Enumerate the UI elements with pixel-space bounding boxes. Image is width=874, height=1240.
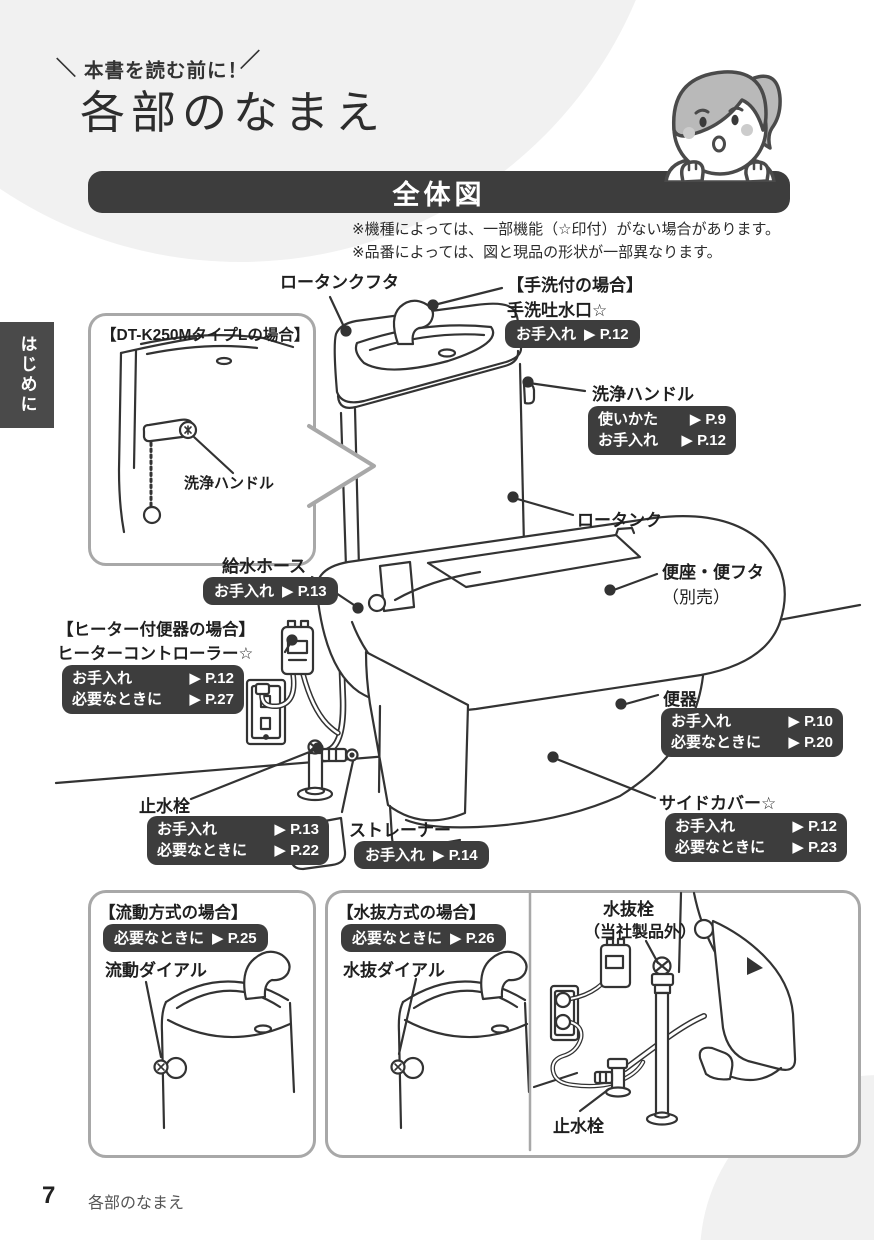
page-title: 各部のなまえ — [80, 87, 387, 138]
badge-label: お手入れ — [516, 326, 577, 343]
label-drain-plug: 水抜栓 — [603, 900, 654, 919]
badge-strainer: お手入れ ▶ P.14 — [354, 841, 489, 869]
badge-page-ref: ▶ P.13 — [274, 821, 319, 838]
badge-page-ref: ▶ P.14 — [433, 846, 478, 864]
label-tank-lid: ロータンクフタ — [280, 273, 399, 292]
note-line-2: ※品番によっては、図と現品の形状が一部異なります。 — [352, 243, 722, 261]
badge-page-ref: ▶ P.25 — [212, 929, 257, 947]
notes: ※機種によっては、一部機能（☆印付）がない場合があります。 ※品番によっては、図… — [352, 219, 780, 264]
badge-page-ref: ▶ P.13 — [282, 582, 327, 600]
badge-label: お手入れ — [157, 821, 218, 838]
badge-label: 使いかた — [598, 411, 659, 428]
label-strainer: ストレーナー — [349, 821, 451, 840]
badge-label: お手入れ — [214, 583, 275, 600]
badge-side-cover: お手入れ ▶ P.12 必要なときに ▶ P.23 — [665, 813, 847, 862]
girl-mouth — [712, 135, 726, 153]
mascot-girl-illustration — [664, 70, 782, 182]
badge-label: お手入れ — [598, 432, 659, 449]
badge-label: 必要なときに — [72, 691, 163, 708]
label-supply-hose: 給水ホース — [222, 557, 307, 576]
badge-page-ref: ▶ P.26 — [450, 929, 495, 947]
badge-hand-wash: お手入れ ▶ P.12 — [505, 320, 640, 348]
label-hand-wash-spout: 手洗吐水口☆ — [507, 301, 608, 320]
badge-drain-type: 必要なときに ▶ P.26 — [341, 924, 506, 952]
badge-label: 必要なときに — [114, 930, 205, 947]
label-seat-lid: 便座・便フタ — [662, 563, 764, 582]
label-side-cover: サイドカバー☆ — [659, 794, 777, 813]
badge-page-ref: ▶ P.12 — [681, 432, 726, 449]
inset-box-dtk250m — [88, 313, 316, 566]
case-inset-dtk250m: 【DT-K250MタイプLの場合】 — [101, 327, 310, 344]
footer-title: 各部のなまえ — [88, 1195, 185, 1212]
badge-supply-hose: お手入れ ▶ P.13 — [203, 577, 338, 605]
label-seat-lid-sub: （別売） — [662, 588, 730, 607]
badge-page-ref: ▶ P.12 — [792, 818, 837, 835]
badge-label: 必要なときに — [352, 930, 443, 947]
page-eyebrow: 本書を読む前に！ — [84, 60, 249, 82]
girl-hand-left — [679, 160, 705, 182]
label-heater-controller: ヒーターコントローラー☆ — [57, 645, 254, 663]
label-bowl: 便器 — [663, 690, 697, 709]
badge-label: 必要なときに — [671, 734, 762, 751]
badge-page-ref: ▶ P.22 — [274, 842, 319, 859]
case-heater: 【ヒーター付便器の場合】 — [57, 621, 255, 639]
label-flush-handle: 洗浄ハンドル — [592, 385, 694, 404]
badge-page-ref: ▶ P.12 — [584, 325, 629, 343]
note-line-1: ※機種によっては、一部機能（☆印付）がない場合があります。 — [352, 221, 781, 238]
badge-label: 必要なときに — [157, 842, 248, 859]
badge-page-ref: ▶ P.12 — [189, 670, 234, 687]
label-flow-dial: 流動ダイアル — [105, 961, 207, 980]
badge-page-ref: ▶ P.27 — [189, 691, 234, 708]
case-flow-type: 【流動方式の場合】 — [99, 904, 248, 922]
badge-label: 必要なときに — [675, 839, 766, 856]
badge-label: お手入れ — [671, 713, 732, 730]
badge-heater: お手入れ ▶ P.12 必要なときに ▶ P.27 — [62, 665, 244, 714]
label-tank: ロータンク — [577, 511, 662, 530]
label-stop-valve-bottom: 止水栓 — [553, 1117, 604, 1136]
badge-page-ref: ▶ P.10 — [788, 713, 833, 730]
sidebar-tab-hajimeni: はじめに — [0, 322, 54, 428]
badge-page-ref: ▶ P.20 — [788, 734, 833, 751]
case-hand-wash: 【手洗付の場合】 — [507, 276, 643, 295]
eyebrow-decor-right: ／ — [240, 50, 260, 72]
badge-bowl: お手入れ ▶ P.10 必要なときに ▶ P.20 — [661, 708, 843, 757]
badge-flow-type: 必要なときに ▶ P.25 — [103, 924, 268, 952]
label-drain-plug-sub: （当社製品外） — [584, 924, 697, 941]
girl-hand-right — [744, 160, 770, 182]
page-number: 7 — [42, 1182, 56, 1209]
eyebrow-decor-left: ＼ — [56, 58, 76, 80]
badge-label: お手入れ — [365, 847, 426, 864]
badge-label: お手入れ — [72, 670, 133, 687]
label-inset-flush-handle: 洗浄ハンドル — [184, 475, 275, 492]
badge-label: お手入れ — [675, 818, 736, 835]
case-drain-type: 【水抜方式の場合】 — [337, 904, 486, 922]
badge-stop-valve: お手入れ ▶ P.13 必要なときに ▶ P.22 — [147, 816, 329, 865]
label-drain-dial: 水抜ダイアル — [343, 961, 445, 980]
badge-page-ref: ▶ P.9 — [689, 411, 726, 428]
badge-page-ref: ▶ P.23 — [792, 839, 837, 856]
badge-flush-handle: 使いかた ▶ P.9 お手入れ ▶ P.12 — [588, 406, 736, 455]
label-stop-valve: 止水栓 — [139, 797, 190, 816]
